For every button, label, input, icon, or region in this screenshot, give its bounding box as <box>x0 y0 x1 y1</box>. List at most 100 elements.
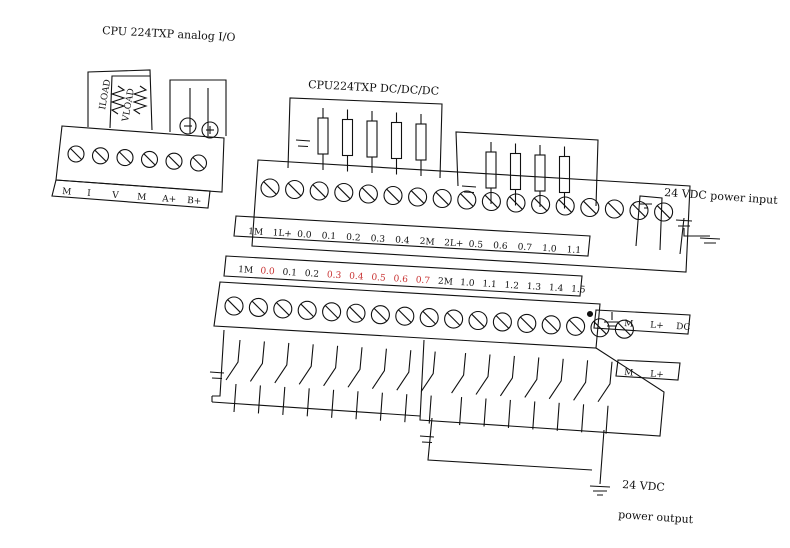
terminal-screw-icon <box>492 312 512 332</box>
terminal-screw-icon <box>580 197 600 218</box>
strip-label: V <box>111 191 120 202</box>
terminal-screw-icon <box>189 154 208 172</box>
screw-slot <box>349 306 363 320</box>
screw-slot <box>593 321 607 335</box>
strip-label: L+ <box>650 370 664 381</box>
terminal-screw-icon <box>140 150 159 168</box>
power-input-label: 24 VDC power input <box>664 186 779 207</box>
output-label-strip <box>233 215 591 257</box>
strip-label: 1.1 <box>566 245 581 256</box>
terminal-screw-icon <box>654 202 674 222</box>
input-switch-icon <box>249 341 265 414</box>
strip-label: 1.5 <box>571 285 586 296</box>
terminal-screw-icon <box>590 318 610 338</box>
strip-label: M <box>62 187 72 198</box>
lower-screws <box>224 296 634 339</box>
screw-slot <box>568 319 583 333</box>
terminal-screw-icon <box>224 296 244 316</box>
screw-slot <box>435 191 449 206</box>
screw-slot <box>361 187 376 201</box>
terminal-screw-icon <box>541 315 561 335</box>
screw-slot <box>460 193 474 207</box>
screw-slot <box>471 313 485 328</box>
input-switch-icon <box>420 351 436 424</box>
strip-label: 1.0 <box>460 278 475 289</box>
input-switch-icon <box>597 361 613 434</box>
strip-label: 0.5 <box>468 240 483 251</box>
load-resistor-icon <box>558 155 571 194</box>
output-battery-1-icon <box>295 139 311 148</box>
terminal-screw-icon <box>517 313 537 333</box>
screw-slot <box>70 148 82 160</box>
terminal-screw-icon <box>432 188 452 209</box>
input-switches <box>225 339 613 434</box>
input-switch-icon <box>548 358 564 431</box>
vload-label: VLOAD <box>121 88 137 124</box>
terminal-screw-icon <box>555 196 575 216</box>
screw-slot <box>300 303 314 318</box>
screw-slot <box>446 312 461 326</box>
screw-slot <box>632 203 646 218</box>
upper-screws <box>260 178 674 222</box>
terminal-screw-icon <box>322 302 342 322</box>
terminal-screw-icon <box>346 303 366 323</box>
strip-label: 1M <box>248 227 264 238</box>
screw-slot <box>119 151 131 164</box>
terminal-screw-icon <box>531 194 551 215</box>
input-switch-icon <box>323 345 339 418</box>
terminal-screw-icon <box>408 187 428 207</box>
terminal-screw-icon <box>614 319 634 339</box>
screw-slot <box>607 202 622 216</box>
terminal-screw-icon <box>165 152 183 170</box>
upper-terminal-block <box>251 159 691 273</box>
analog-wire-3 <box>169 79 227 136</box>
strip-label: 1.2 <box>504 281 519 292</box>
analog-terminal-block <box>55 125 225 193</box>
load-resistor-icon <box>341 118 354 157</box>
screw-slot <box>263 181 277 195</box>
strip-label: 0.6 <box>493 241 508 252</box>
lower-terminal-block-right <box>419 339 665 437</box>
analog-wire-1 <box>87 69 153 131</box>
screw-slot <box>410 190 425 204</box>
strip-label: 0.1 <box>321 231 336 242</box>
screw-slot <box>373 308 388 322</box>
terminal-screw-icon <box>91 147 110 165</box>
terminal-screw-icon <box>457 190 477 210</box>
screw-slot <box>143 153 156 166</box>
screw-slot <box>94 149 107 162</box>
terminal-screw-icon <box>481 191 501 212</box>
strip-label: 1L+ <box>272 228 292 239</box>
screw-slot <box>617 322 632 336</box>
strip-label: I <box>87 189 92 199</box>
vdc-label: 24 VDC <box>622 478 665 494</box>
screw-slot <box>558 199 572 213</box>
strip-label: 0.3 <box>370 234 385 245</box>
screw-slot <box>386 188 400 203</box>
strip-label: M <box>624 319 634 330</box>
screw-slot <box>398 309 412 323</box>
strip-label: A+ <box>161 194 177 205</box>
analog-screws <box>67 145 208 172</box>
terminal-screw-icon <box>383 185 403 206</box>
terminal-screw-icon <box>419 308 439 328</box>
input-switch-icon <box>396 350 412 423</box>
strip-label: L+ <box>650 321 664 332</box>
strip-label: 0.0 <box>260 266 275 277</box>
terminal-screw-icon <box>629 200 649 221</box>
terminal-screw-icon <box>248 297 268 318</box>
input-battery-icon <box>209 371 225 380</box>
screw-slot <box>544 318 558 332</box>
strip-label: 0.1 <box>282 268 297 279</box>
strip-label: 1.0 <box>542 244 557 255</box>
load-resistor-icon <box>390 121 403 160</box>
screw-slot <box>533 197 548 212</box>
input-switch-icon <box>274 342 290 415</box>
strip-label: 0.0 <box>297 230 312 241</box>
input-switch-icon <box>225 339 241 413</box>
terminal-screw-icon <box>604 199 624 219</box>
